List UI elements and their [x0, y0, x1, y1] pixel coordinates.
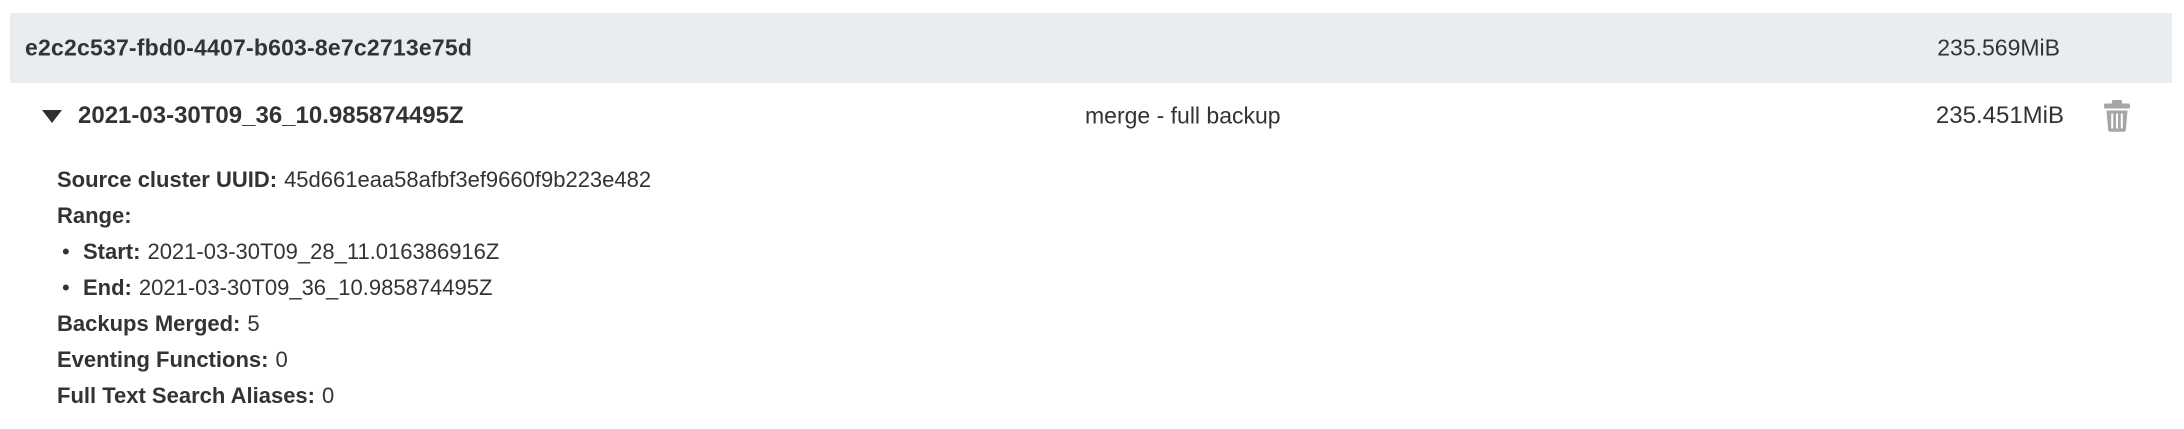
range-end-item: • End:2021-03-30T09_36_10.985874495Z: [57, 270, 651, 306]
backup-size: 235.451MiB: [1935, 101, 2064, 129]
chevron-down-icon[interactable]: [42, 109, 62, 123]
backups-merged-line: Backups Merged:5: [57, 306, 651, 342]
range-end-value: 2021-03-30T09_36_10.985874495Z: [138, 275, 493, 300]
range-start-item: • Start:2021-03-30T09_28_11.016386916Z: [57, 234, 651, 270]
backups-merged-label: Backups Merged:: [57, 311, 241, 336]
eventing-functions-line: Eventing Functions:0: [57, 342, 651, 378]
bullet-icon: •: [62, 239, 70, 264]
trash-icon: [2104, 99, 2130, 132]
backup-details: Source cluster UUID:45d661eaa58afbf3ef96…: [57, 162, 651, 414]
repository-header-row[interactable]: e2c2c537-fbd0-4407-b603-8e7c2713e75d 235…: [10, 13, 2172, 83]
backups-merged-value: 5: [247, 311, 260, 336]
fts-aliases-line: Full Text Search Aliases:0: [57, 378, 651, 414]
range-end-label: End:: [83, 275, 132, 300]
range-line: Range:: [57, 198, 651, 234]
eventing-functions-value: 0: [275, 347, 288, 372]
fts-aliases-label: Full Text Search Aliases:: [57, 383, 315, 408]
repository-total-size: 235.569MiB: [1937, 34, 2060, 61]
source-cluster-uuid-value: 45d661eaa58afbf3ef9660f9b223e482: [284, 167, 652, 192]
backup-timestamp: 2021-03-30T09_36_10.985874495Z: [78, 101, 464, 129]
source-cluster-uuid-label: Source cluster UUID:: [57, 167, 278, 192]
range-start-label: Start:: [83, 239, 141, 264]
range-start-value: 2021-03-30T09_28_11.016386916Z: [147, 239, 500, 264]
source-cluster-uuid-line: Source cluster UUID:45d661eaa58afbf3ef96…: [57, 162, 651, 198]
fts-aliases-value: 0: [321, 383, 335, 408]
backup-row[interactable]: 2021-03-30T09_36_10.985874495Z merge - f…: [0, 88, 2184, 143]
backup-type-label: merge - full backup: [1085, 102, 1281, 128]
repository-uuid: e2c2c537-fbd0-4407-b603-8e7c2713e75d: [25, 34, 473, 61]
bullet-icon: •: [62, 275, 70, 300]
range-label: Range:: [57, 203, 132, 228]
delete-backup-button[interactable]: [2103, 99, 2131, 132]
eventing-functions-label: Eventing Functions:: [57, 347, 269, 372]
